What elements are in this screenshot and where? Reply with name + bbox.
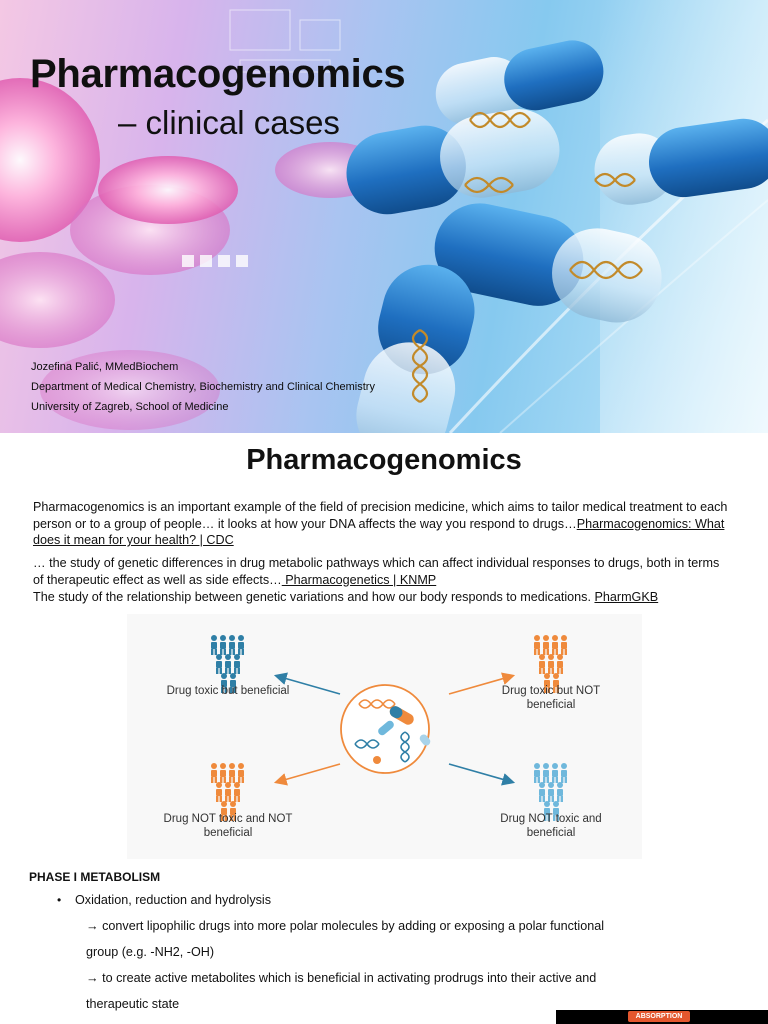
definition-paragraph-2: … the study of genetic differences in dr…	[33, 555, 733, 588]
title-slide-background-art	[0, 0, 768, 433]
definition-text-1: Pharmacogenomics is an important example…	[33, 500, 728, 531]
definition-text-3: The study of the relationship between ge…	[33, 590, 595, 604]
dna-pills-icon	[340, 684, 431, 774]
arrow-icon-bottom-right	[448, 763, 516, 786]
knmp-link[interactable]: Pharmacogenetics | KNMP	[281, 572, 437, 587]
slide-subtitle: – clinical cases	[118, 104, 340, 141]
drug-response-diagram	[127, 614, 642, 859]
absorption-label: ABSORPTION	[628, 1011, 690, 1022]
label-toxic-not-beneficial: Drug toxic but NOT beneficial	[501, 685, 601, 711]
slide-title: Pharmacogenomics	[30, 52, 406, 96]
sub-item-2-line-1: → to create active metabolites which is …	[86, 971, 597, 985]
cdc-link[interactable]: Pharmacogenomics: What does it mean for …	[33, 516, 725, 548]
sub-item-1-line-1: → convert lipophilic drugs into more pol…	[86, 919, 605, 933]
section-heading: Pharmacogenomics	[246, 444, 522, 476]
drug-response-figure: Drug toxic but beneficial Drug toxic but…	[127, 614, 642, 859]
label-not-toxic-not-beneficial: Drug NOT toxic and NOT beneficial	[163, 813, 293, 839]
arrow-icon-top-right	[448, 672, 516, 695]
arrow-icon-bottom-left	[273, 763, 341, 786]
bullet-item: Oxidation, reduction and hydrolysis	[75, 893, 272, 907]
definition-paragraph-3: The study of the relationship between ge…	[33, 589, 733, 606]
phase-heading: PHASE I METABOLISM	[29, 870, 161, 884]
label-not-toxic-beneficial: Drug NOT toxic and beneficial	[500, 813, 602, 839]
author-name: Jozefina Palić, MMedBiochem	[31, 361, 179, 373]
pharmgkb-link[interactable]: PharmGKB	[594, 590, 659, 604]
label-toxic-beneficial: Drug toxic but beneficial	[166, 685, 290, 697]
definition-text-2: … the study of genetic differences in dr…	[33, 556, 720, 587]
title-slide: Pharmacogenomics – clinical cases Jozefi…	[0, 0, 768, 433]
sub-item-1-line-2: group (e.g. -NH2, -OH)	[86, 945, 215, 959]
bullet-icon: •	[57, 893, 62, 907]
arrow-icon-top-left	[273, 672, 341, 695]
sub-item-2-line-2: therapeutic state	[86, 997, 180, 1011]
author-department: Department of Medical Chemistry, Biochem…	[31, 381, 375, 393]
author-university: University of Zagreb, School of Medicine	[31, 401, 229, 413]
definition-paragraph-1: Pharmacogenomics is an important example…	[33, 499, 733, 549]
